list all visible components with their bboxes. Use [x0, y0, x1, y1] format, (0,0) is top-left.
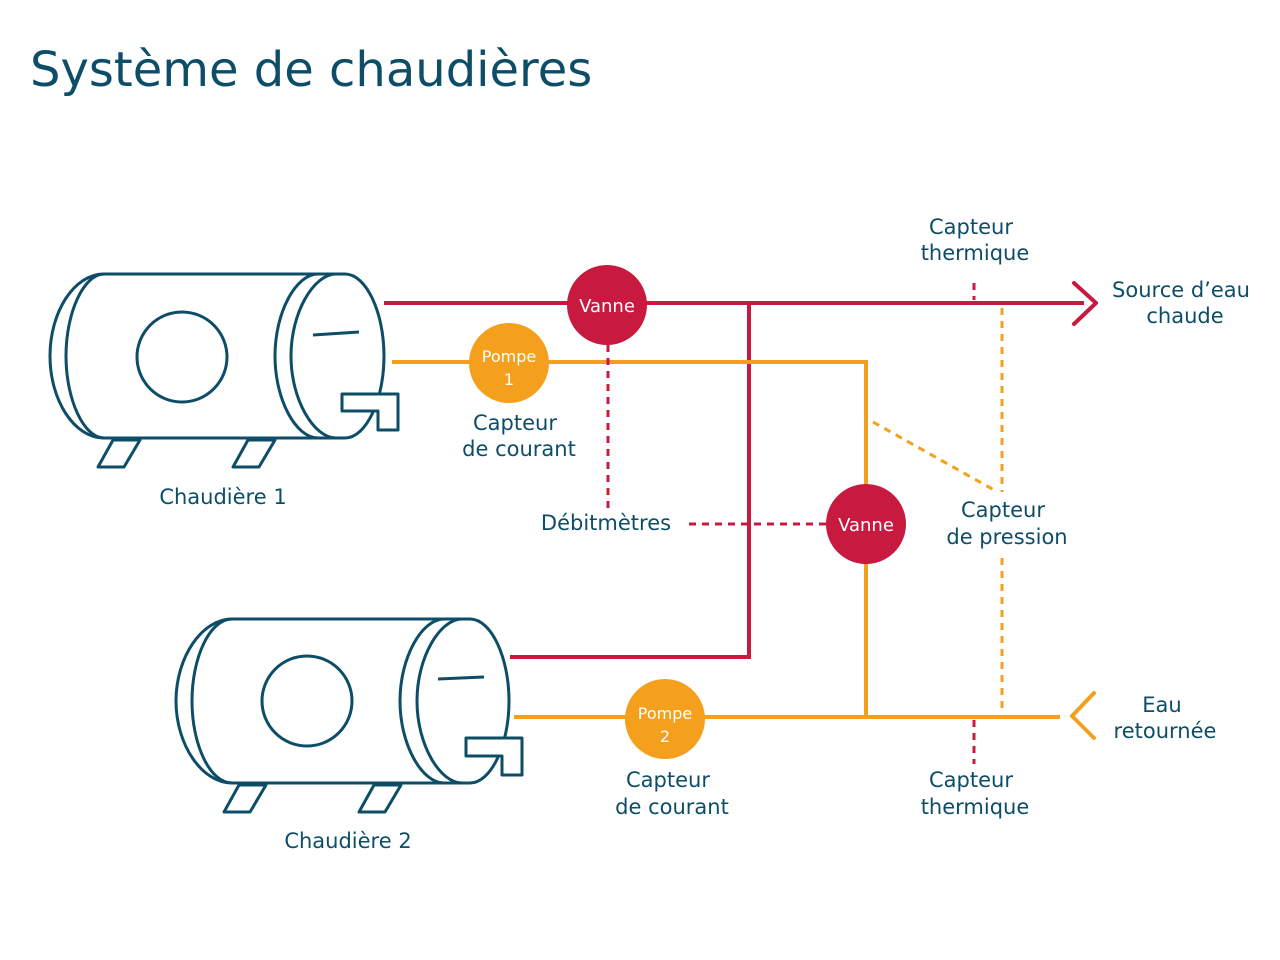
flowmeters: Débitmètres: [541, 511, 671, 535]
boiler-leg-left: [96, 438, 142, 469]
pressure-sensor-line2: de pression: [946, 525, 1067, 549]
hot-water-output: Source d’eau chaude: [1112, 278, 1250, 328]
return-water-input-line2: retournée: [1114, 719, 1217, 743]
pump-1[interactable]: Pompe 1: [469, 323, 549, 403]
pump-1-number: 1: [504, 370, 514, 389]
valve-icon: [567, 265, 647, 345]
pressure-sensor-line1: Capteur: [961, 498, 1045, 522]
pressure-link-diagonal: [872, 420, 995, 492]
return-water-input: Eau retournée: [1114, 693, 1217, 743]
boiler-band-left: [190, 617, 233, 785]
thermal-sensor-top: Capteur thermique: [921, 215, 1030, 265]
hot-water-pipes: [384, 281, 1098, 659]
boiler-leg-right: [231, 438, 277, 469]
boiler-outlet: [340, 392, 400, 432]
page-title: Système de chaudières: [30, 42, 592, 98]
arrow-left-icon: [1070, 691, 1096, 740]
current-sensor-1: Capteur de courant: [462, 411, 576, 461]
boiler-body: [48, 272, 386, 440]
boiler-band-right-inner: [415, 617, 463, 785]
boiler-body: [174, 617, 511, 785]
boiler-band-right-outer: [398, 617, 445, 785]
pump-icon: [625, 679, 705, 759]
boiler-gauge: [437, 675, 485, 681]
valve-2-label: Vanne: [838, 515, 894, 536]
hot-water-output-line1: Source d’eau: [1112, 278, 1250, 302]
boiler-1-label: Chaudière 1: [159, 485, 286, 509]
boiler-porthole: [260, 654, 354, 748]
thermal-sensor-bottom-line1: Capteur: [929, 768, 1013, 792]
boiler-band-right-inner: [289, 272, 337, 440]
thermal-sensor-bottom: Capteur thermique: [921, 768, 1030, 819]
boiler-gauge: [312, 330, 360, 337]
valve-icon: [826, 484, 906, 564]
boiler-band-left: [64, 272, 105, 440]
boiler-2[interactable]: Chaudière 2: [174, 617, 524, 853]
boiler-leg-left: [222, 783, 268, 814]
return-water-input-line1: Eau: [1142, 693, 1181, 717]
current-sensor-2: Capteur de courant: [615, 768, 729, 819]
thermal-sensor-top-line1: Capteur: [929, 215, 1013, 239]
pump-1-label: Pompe: [482, 347, 536, 366]
boiler-band-right-outer: [273, 272, 319, 440]
hot-pipe-boiler-2: [510, 303, 751, 659]
current-sensor-2-line1: Capteur: [626, 768, 710, 792]
pump-2[interactable]: Pompe 2: [625, 679, 705, 759]
valve-1[interactable]: Vanne: [567, 265, 647, 345]
boiler-2-label: Chaudière 2: [284, 829, 411, 853]
boiler-leg-right: [357, 783, 403, 814]
return-pipe-boiler-1: [392, 360, 868, 717]
return-water-pipes: [392, 360, 1096, 740]
thermal-sensor-bottom-line2: thermique: [921, 795, 1030, 819]
current-sensor-1-line2: de courant: [462, 437, 576, 461]
boiler-1[interactable]: Chaudière 1: [48, 272, 400, 509]
pump-icon: [469, 323, 549, 403]
flowmeters-label: Débitmètres: [541, 511, 671, 535]
hot-water-output-line2: chaude: [1146, 304, 1223, 328]
pump-2-label: Pompe: [638, 704, 692, 723]
current-sensor-1-line1: Capteur: [473, 411, 557, 435]
pump-2-number: 2: [660, 727, 670, 746]
boiler-outlet: [464, 736, 524, 777]
pressure-sensor: Capteur de pression: [946, 498, 1067, 549]
valve-1-label: Vanne: [579, 296, 635, 317]
boiler-porthole: [135, 310, 229, 404]
thermal-sensor-top-line2: thermique: [921, 241, 1030, 265]
arrow-right-icon: [1072, 281, 1098, 326]
sensor-connectors: [606, 283, 1004, 764]
valve-2[interactable]: Vanne: [826, 484, 906, 564]
current-sensor-2-line2: de courant: [615, 795, 729, 819]
